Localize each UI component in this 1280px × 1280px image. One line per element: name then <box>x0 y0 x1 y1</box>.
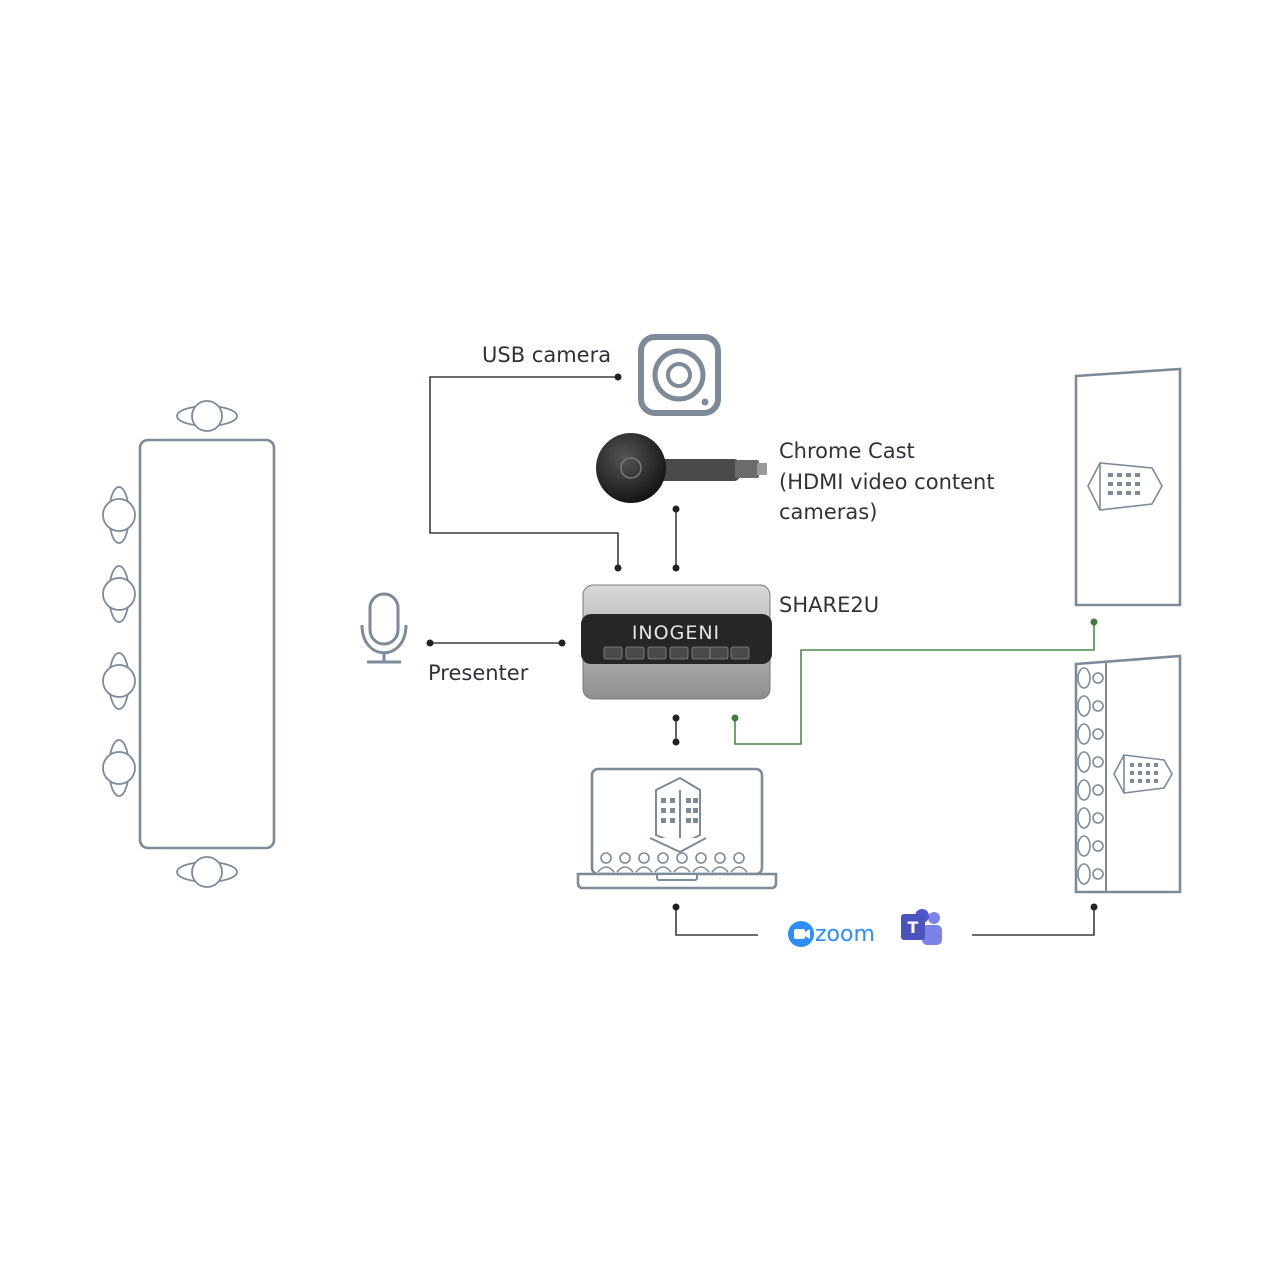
microphone-icon <box>360 592 408 664</box>
connection-lines <box>426 373 1098 936</box>
chrome-cast-label-line2: (HDMI video content <box>779 470 995 494</box>
usb-camera-label: USB camera <box>482 343 611 367</box>
camera-icon <box>638 334 721 416</box>
chair-bottom <box>176 856 238 888</box>
teams-logo: T <box>901 909 942 945</box>
inogeni-device-icon: INOGENI <box>581 584 772 700</box>
chrome-cast-label-line3: cameras) <box>779 500 877 524</box>
share2u-label: SHARE2U <box>779 593 879 617</box>
chromecast-icon <box>596 433 767 503</box>
chair-left-2 <box>102 565 136 623</box>
remote-room-display-icon <box>1074 654 1182 894</box>
display-icon <box>1074 367 1182 607</box>
chair-left-1 <box>102 486 136 544</box>
presenter-label: Presenter <box>428 661 529 685</box>
svg-text:T: T <box>908 918 919 937</box>
chair-left-4 <box>102 739 136 797</box>
zoom-label: zoom <box>815 922 875 947</box>
conference-table-icon <box>102 400 276 888</box>
zoom-logo: zoom <box>788 921 875 947</box>
brand-label: INOGENI <box>632 622 720 644</box>
laptop-icon <box>576 767 778 890</box>
chair-left-3 <box>102 652 136 710</box>
chair-top <box>176 400 238 432</box>
chrome-cast-label-line1: Chrome Cast <box>779 439 915 463</box>
